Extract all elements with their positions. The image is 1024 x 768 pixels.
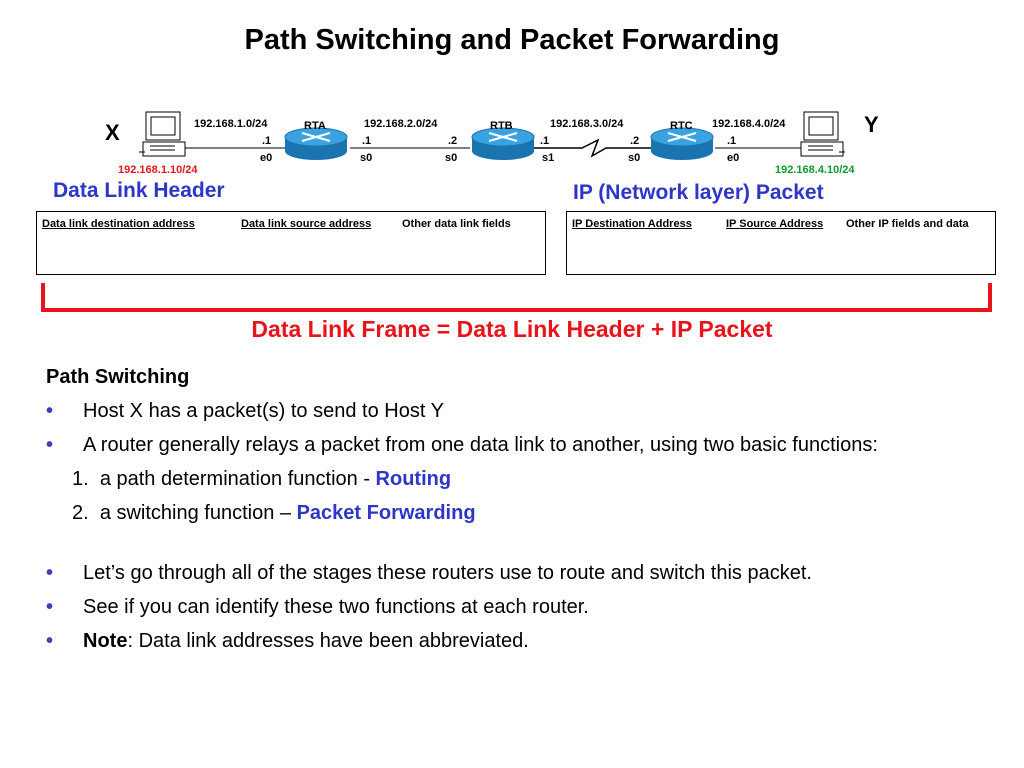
rtb-s1-interface: s1: [542, 152, 555, 164]
slide-title: Path Switching and Packet Forwarding: [244, 24, 780, 56]
router-rtc-icon: [650, 127, 714, 160]
ip-source-field: IP Source Address: [726, 218, 824, 230]
bullet-marker: •: [46, 630, 54, 652]
frame-equation: Data Link Frame = Data Link Header + IP …: [251, 316, 773, 342]
network-4-label: 192.168.4.0/24: [712, 118, 786, 130]
ip-packet-box: [566, 211, 996, 275]
slide-body: Path Switching • Host X has a packet(s) …: [46, 364, 1006, 654]
ip-destination-field: IP Destination Address: [572, 218, 692, 230]
router-rtb-icon: [471, 127, 535, 160]
note-label: Note: [83, 630, 128, 652]
numbered-item: 2. a switching function – Packet Forward…: [72, 502, 476, 524]
data-link-header-title: Data Link Header: [53, 179, 225, 202]
section-heading: Path Switching: [46, 366, 190, 388]
rta-e0-interface: e0: [260, 152, 273, 164]
dl-other-field: Other data link fields: [402, 218, 511, 230]
serial-link-rtb-rtc: [530, 138, 660, 158]
bullet-item: • Host X has a packet(s) to send to Host…: [46, 400, 444, 422]
host-x-computer-icon: [139, 111, 186, 157]
rta-s0-address: .1: [362, 135, 372, 147]
host-x-label: X: [105, 120, 120, 145]
dl-destination-field: Data link destination address: [42, 218, 195, 230]
network-3-label: 192.168.3.0/24: [550, 118, 624, 130]
host-y-computer-icon: [800, 111, 845, 157]
rtc-e0-interface: e0: [727, 152, 740, 164]
host-x-ip: 192.168.1.10/24: [118, 164, 198, 176]
rtc-s0-interface: s0: [628, 152, 641, 164]
rtc-s0-address: .2: [630, 135, 640, 147]
bullet-item: • Let’s go through all of the stages the…: [46, 562, 812, 584]
network-2-label: 192.168.2.0/24: [364, 118, 438, 130]
rtc-e0-address: .1: [727, 135, 737, 147]
routing-term: Routing: [375, 468, 452, 490]
rta-s0-interface: s0: [360, 152, 373, 164]
rtb-s0-address: .2: [448, 135, 458, 147]
network-1-label: 192.168.1.0/24: [194, 118, 268, 130]
router-rta-icon: [284, 127, 348, 160]
bullet-item: • A router generally relays a packet fro…: [46, 434, 878, 456]
dl-source-field: Data link source address: [241, 218, 372, 230]
frame-bracket: [41, 283, 992, 312]
bullet-marker: •: [46, 400, 54, 422]
numbered-item: 1. a path determination function - Routi…: [72, 468, 452, 490]
rta-e0-address: .1: [262, 135, 272, 147]
bullet-item: • Note: Data link addresses have been ab…: [46, 630, 529, 652]
data-link-header-box: [36, 211, 546, 275]
host-y-label: Y: [864, 112, 879, 137]
ip-other-field: Other IP fields and data: [846, 218, 969, 230]
network-topology-diagram: [139, 111, 845, 160]
rtb-s1-address: .1: [540, 135, 550, 147]
host-y-ip: 192.168.4.10/24: [775, 164, 855, 176]
ip-packet-title: IP (Network layer) Packet: [573, 181, 824, 204]
bullet-marker: •: [46, 434, 54, 456]
router-rta-label: RTA: [304, 120, 326, 132]
bullet-marker: •: [46, 562, 54, 584]
packet-forwarding-term: Packet Forwarding: [296, 502, 476, 524]
bullet-marker: •: [46, 596, 54, 618]
router-rtc-label: RTC: [670, 120, 693, 132]
router-rtb-label: RTB: [490, 120, 513, 132]
bullet-item: • See if you can identify these two func…: [46, 596, 589, 618]
rtb-s0-interface: s0: [445, 152, 458, 164]
